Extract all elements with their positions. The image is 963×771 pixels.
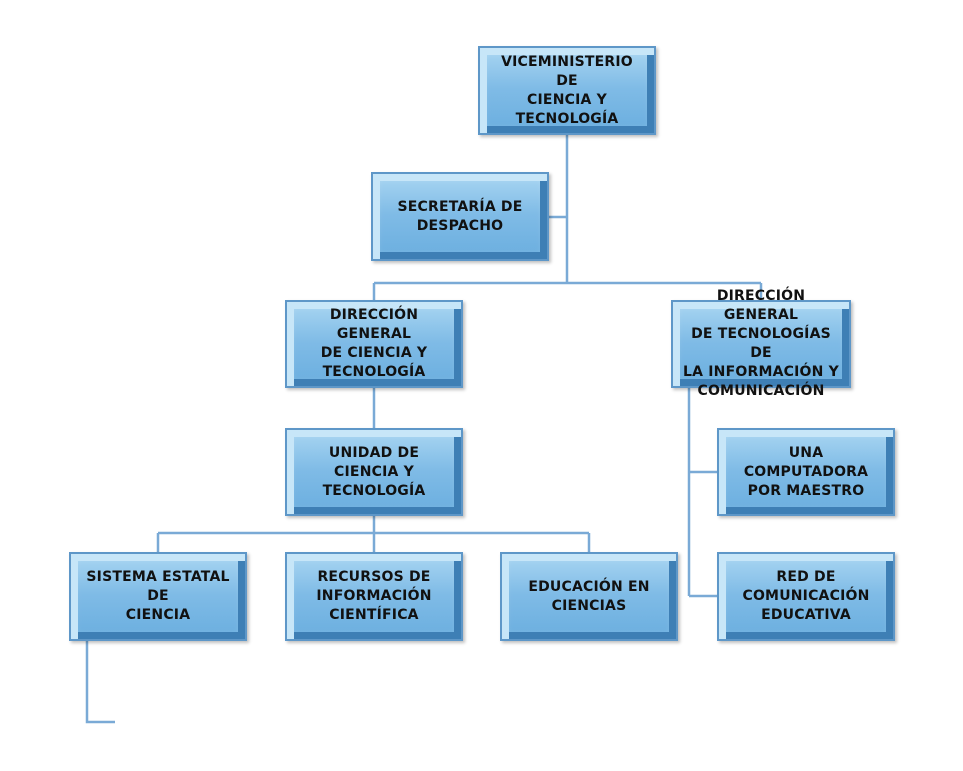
node-dg-tic-label: DIRECCIÓN GENERAL DE TECNOLOGÍAS DE LA I… bbox=[683, 288, 839, 399]
node-viceministerio: VICEMINISTERIO DE CIENCIA Y TECNOLOGÍA bbox=[478, 46, 656, 135]
node-secretaria-label: SECRETARÍA DE DESPACHO bbox=[397, 198, 523, 234]
node-sistema: SISTEMA ESTATAL DE CIENCIA bbox=[69, 552, 247, 641]
node-sistema-label: SISTEMA ESTATAL DE CIENCIA bbox=[86, 569, 230, 623]
node-red-label: RED DE COMUNICACIÓN EDUCATIVA bbox=[742, 569, 870, 623]
connector-sistema-tail bbox=[85, 641, 115, 724]
node-recursos: RECURSOS DE INFORMACIÓN CIENTÍFICA bbox=[285, 552, 463, 641]
node-unidad-label: UNIDAD DE CIENCIA Y TECNOLOGÍA bbox=[322, 444, 426, 499]
node-computadora-label: UNA COMPUTADORA POR MAESTRO bbox=[743, 444, 869, 499]
node-red: RED DE COMUNICACIÓN EDUCATIVA bbox=[717, 552, 895, 641]
node-computadora: UNA COMPUTADORA POR MAESTRO bbox=[717, 428, 895, 516]
node-educacion: EDUCACIÓN EN CIENCIAS bbox=[500, 552, 678, 641]
node-dg-ciencia: DIRECCIÓN GENERAL DE CIENCIA Y TECNOLOGÍ… bbox=[285, 300, 463, 388]
node-secretaria: SECRETARÍA DE DESPACHO bbox=[371, 172, 549, 261]
node-viceministerio-label: VICEMINISTERIO DE CIENCIA Y TECNOLOGÍA bbox=[501, 53, 633, 127]
node-recursos-label: RECURSOS DE INFORMACIÓN CIENTÍFICA bbox=[316, 569, 432, 623]
node-dg-tic: DIRECCIÓN GENERAL DE TECNOLOGÍAS DE LA I… bbox=[671, 288, 851, 399]
node-unidad: UNIDAD DE CIENCIA Y TECNOLOGÍA bbox=[285, 428, 463, 516]
node-educacion-label: EDUCACIÓN EN CIENCIAS bbox=[528, 578, 650, 614]
node-dg-ciencia-label: DIRECCIÓN GENERAL DE CIENCIA Y TECNOLOGÍ… bbox=[320, 307, 428, 380]
